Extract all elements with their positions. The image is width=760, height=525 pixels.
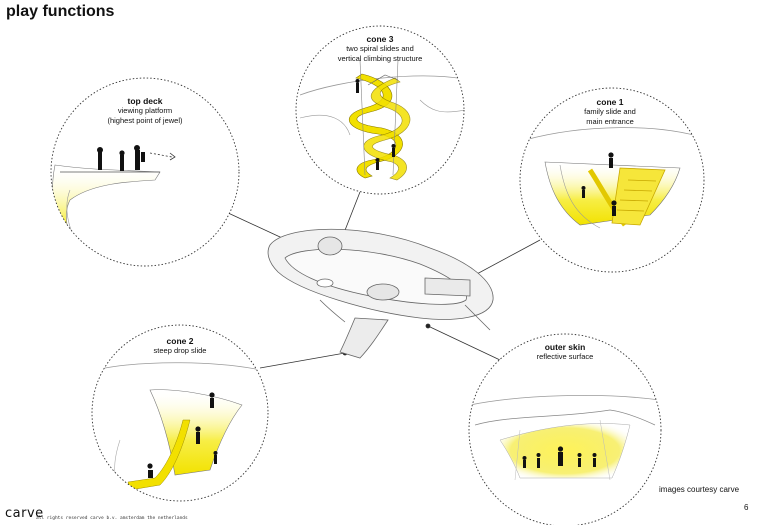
outer-skin-illustration: [468, 333, 662, 525]
connector-outer-skin: [427, 325, 501, 361]
image-credit: images courtesy carve: [659, 485, 740, 494]
callout-top-deck: top deck viewing platform (highest point…: [95, 96, 195, 125]
callout-cone3: cone 3 two spiral slides and vertical cl…: [325, 34, 435, 63]
callout-cone2: cone 2 steep drop slide: [135, 336, 225, 356]
connector-outer-skin-dot: [425, 323, 431, 329]
cone1-illustration: [519, 87, 705, 273]
rights-notice: all rights reserved carve b.v. amsterdam…: [36, 516, 188, 521]
page-title: play functions: [6, 3, 115, 20]
callout-cone3-desc: two spiral slides and vertical climbing …: [337, 44, 423, 63]
callout-outer-skin-title: outer skin: [544, 342, 586, 352]
callout-cone1-title: cone 1: [596, 97, 624, 107]
central-jewel-structure: [267, 228, 494, 359]
callout-top-deck-title: top deck: [127, 96, 163, 106]
page-number: 6: [744, 503, 749, 512]
callout-cone1: cone 1 family slide and main entrance: [560, 97, 660, 126]
callout-top-deck-desc: viewing platform (highest point of jewel…: [107, 106, 183, 125]
callout-cone2-title: cone 2: [166, 336, 194, 346]
callout-cone2-desc: steep drop slide: [153, 346, 207, 355]
callout-outer-skin: outer skin reflective surface: [515, 342, 615, 362]
carve-logo: carve: [5, 506, 44, 521]
cone3-illustration: [295, 25, 465, 195]
callout-cone3-title: cone 3: [366, 34, 394, 44]
cone2-illustration: [91, 324, 269, 502]
callout-cone1-desc: family slide and main entrance: [584, 107, 636, 126]
callout-outer-skin-desc: reflective surface: [536, 352, 594, 361]
connector-cone2: [259, 352, 346, 369]
